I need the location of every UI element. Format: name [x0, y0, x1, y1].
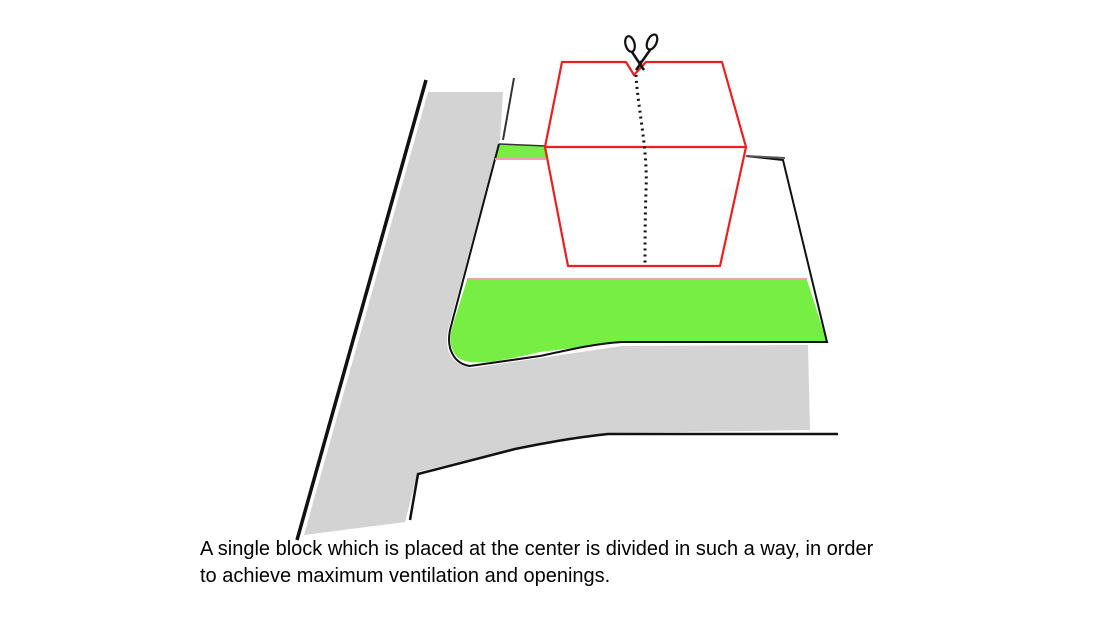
site-outline [448, 143, 829, 368]
block-top-face [543, 60, 748, 149]
site-top-edge [745, 155, 786, 159]
road-edge-left [295, 79, 428, 541]
site-top-left-edge [498, 143, 547, 147]
caption-line-1: A single block which is placed at the ce… [200, 538, 874, 560]
division-line [634, 74, 648, 267]
caption-line-2: to achieve maximum ventilation and openi… [200, 565, 611, 587]
road-edge-inner [502, 77, 515, 141]
road-edge-bottom [408, 432, 838, 521]
caption: A single block which is placed at the ce… [200, 536, 1060, 590]
scissors-icon [624, 33, 659, 71]
central-block [543, 60, 748, 268]
block-front-face [543, 146, 748, 268]
road [304, 92, 810, 535]
green-strip-top [495, 144, 546, 158]
